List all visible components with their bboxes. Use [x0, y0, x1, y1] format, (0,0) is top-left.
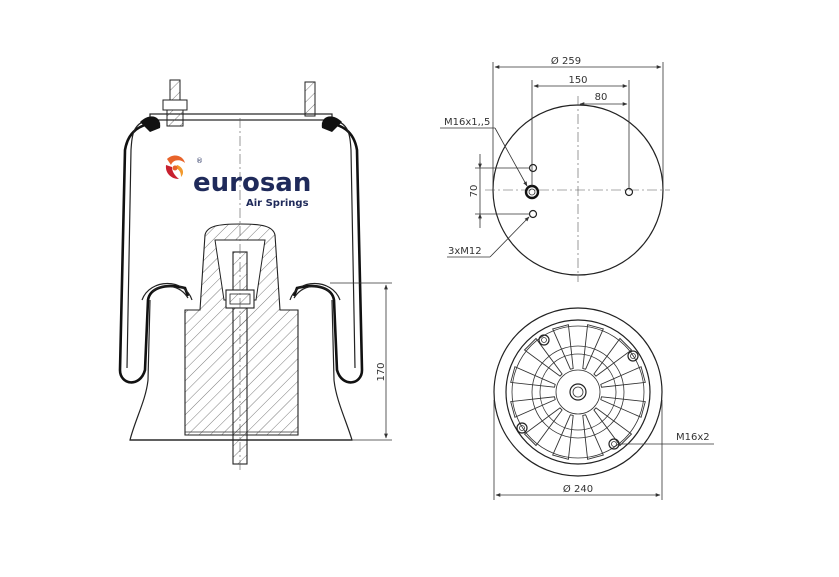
rib: [523, 407, 563, 447]
rib: [600, 366, 646, 388]
bottom-center-hole: [569, 383, 587, 401]
rib: [593, 407, 633, 447]
bottom-ribs: [510, 324, 646, 460]
eurosan-logo: ® eurosan Air Springs: [165, 155, 311, 209]
brand-name: eurosan: [193, 168, 311, 198]
logo-emblem-icon: [165, 155, 185, 179]
thread-center-label: M16x1,,5: [444, 117, 490, 128]
dim-80-label: 80: [595, 92, 608, 103]
bottom-bolt-hole-2: [627, 350, 639, 362]
bottom-diameter-label: Ø 240: [563, 483, 593, 495]
bottom-outer-circle: [493, 307, 663, 477]
bottom-thread-label: M16x2: [676, 432, 710, 443]
bolts-label: 3xM12: [448, 246, 482, 257]
rib: [600, 396, 646, 418]
top-diameter-label: Ø 259: [551, 55, 581, 67]
dim-150-label: 150: [568, 75, 587, 86]
rib: [582, 324, 604, 370]
rib: [552, 324, 574, 370]
rib: [552, 414, 574, 460]
side-view: 170: [118, 79, 392, 470]
bottom-bolt-hole-3: [516, 422, 528, 434]
rib: [510, 366, 556, 388]
bottom-bolt-hole-1: [538, 334, 550, 346]
brand-subtitle: Air Springs: [246, 198, 309, 209]
rib: [593, 337, 633, 377]
rib: [523, 337, 563, 377]
stud-right: [304, 81, 316, 117]
stud-left: [162, 79, 188, 127]
bolt-hole-bottom: [528, 209, 538, 219]
bottom-view: M16x2 Ø 240: [493, 307, 714, 500]
bolt-hole-top: [528, 163, 538, 173]
rib: [510, 396, 556, 418]
crimp-right: [321, 116, 342, 132]
crimp-left: [140, 116, 161, 132]
top-view: Ø 259 150 80 70 M16x1,,5 3xM12: [440, 55, 670, 282]
center-thread-hole: [524, 184, 540, 200]
rib: [582, 414, 604, 460]
height-dimension-label: 170: [376, 362, 387, 381]
bolt-hole-right: [624, 187, 634, 197]
dim-70-label: 70: [469, 185, 480, 198]
registered-mark: ®: [196, 157, 203, 165]
